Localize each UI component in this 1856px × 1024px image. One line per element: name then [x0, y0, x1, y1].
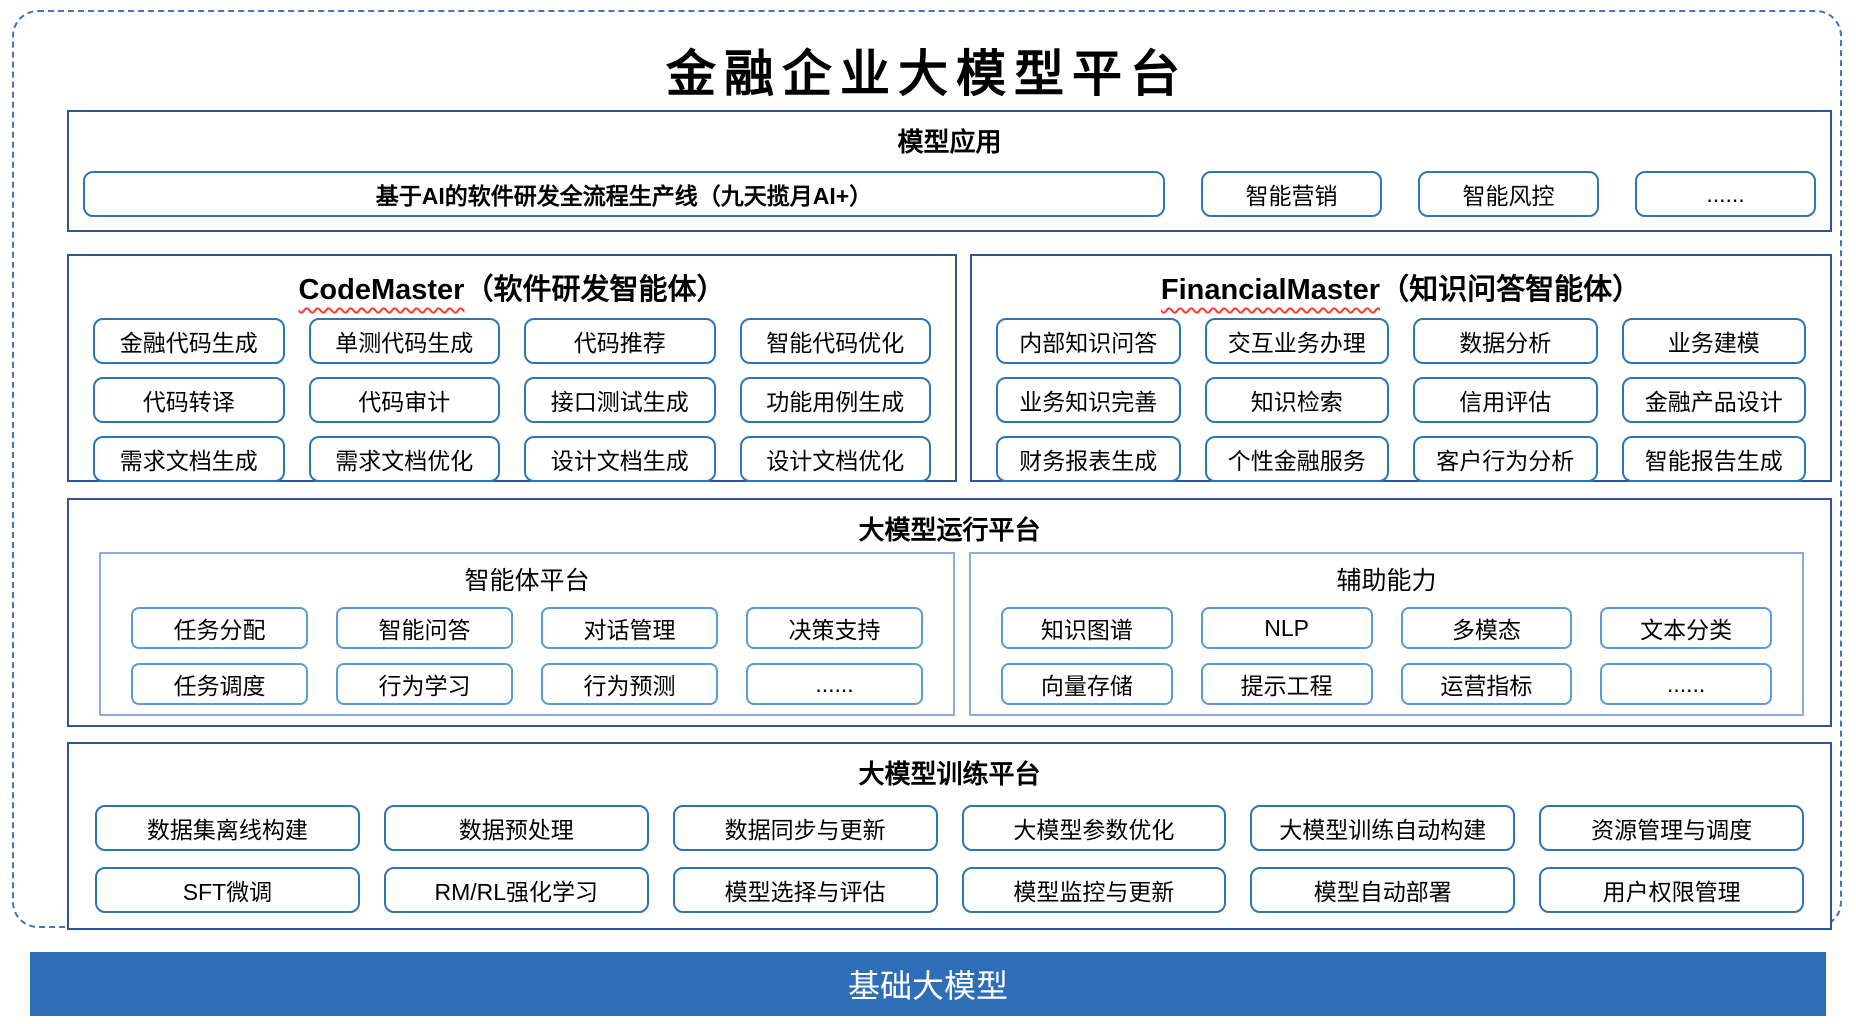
financial-master-item: 财务报表生成: [996, 436, 1181, 482]
code-master-item: 代码推荐: [524, 318, 716, 364]
section-model-applications: 模型应用 基于AI的软件研发全流程生产线（九天揽月AI+） 智能营销 智能风控 …: [67, 110, 1832, 232]
auxiliary-item: 提示工程: [1200, 663, 1373, 705]
training-item: 大模型训练自动构建: [1250, 805, 1516, 851]
auxiliary-item: NLP: [1200, 607, 1373, 649]
training-item: 模型选择与评估: [672, 867, 938, 913]
code-master-item: 设计文档生成: [524, 436, 716, 482]
subsection-auxiliary-capabilities: 辅助能力 知识图谱 NLP 多模态 文本分类 向量存储 提示工程 运营指标 ..…: [969, 552, 1804, 716]
auxiliary-item: 多模态: [1400, 607, 1573, 649]
platform-diagram-container: 金融企业大模型平台 模型应用 基于AI的软件研发全流程生产线（九天揽月AI+） …: [12, 10, 1842, 930]
training-item: 模型监控与更新: [961, 867, 1227, 913]
training-item: 数据同步与更新: [672, 805, 938, 851]
financial-master-item: 知识检索: [1204, 377, 1389, 423]
auxiliary-item: 运营指标: [1400, 663, 1573, 705]
section-runtime-platform-header: 大模型运行平台: [858, 515, 1041, 545]
section-financial-master: FinancialMaster（知识问答智能体） 内部知识问答 交互业务办理 数…: [970, 254, 1832, 482]
subsection-agent-platform: 智能体平台 任务分配 智能问答 对话管理 决策支持 任务调度 行为学习 行为预测…: [99, 552, 955, 716]
auxiliary-capabilities-grid: 知识图谱 NLP 多模态 文本分类 向量存储 提示工程 运营指标 ......: [971, 597, 1802, 705]
code-master-item: 接口测试生成: [524, 377, 716, 423]
code-master-item: 代码转译: [93, 377, 285, 423]
training-item: SFT微调: [95, 867, 360, 913]
code-master-title-zh: （软件研发智能体）: [464, 274, 726, 306]
training-item: 大模型参数优化: [961, 805, 1227, 851]
auxiliary-item: 文本分类: [1600, 607, 1772, 649]
auxiliary-item: 知识图谱: [1001, 607, 1173, 649]
training-item: 资源管理与调度: [1539, 805, 1804, 851]
page-title: 金融企业大模型平台: [666, 44, 1188, 103]
code-master-title: CodeMaster（软件研发智能体）: [69, 256, 955, 308]
code-master-item: 需求文档优化: [308, 436, 500, 482]
financial-master-item: 智能报告生成: [1621, 436, 1806, 482]
model-applications-row: 基于AI的软件研发全流程生产线（九天揽月AI+） 智能营销 智能风控 .....…: [69, 171, 1830, 217]
financial-master-title-zh: （知识问答智能体）: [1380, 274, 1642, 306]
agent-platform-item: 对话管理: [541, 607, 718, 649]
code-master-item: 需求文档生成: [93, 436, 285, 482]
auxiliary-item: 向量存储: [1001, 663, 1173, 705]
training-item: 数据集离线构建: [95, 805, 360, 851]
financial-master-item: 内部知识问答: [996, 318, 1181, 364]
agent-platform-item: 决策支持: [746, 607, 923, 649]
financial-master-item: 金融产品设计: [1621, 377, 1806, 423]
financial-master-item: 交互业务办理: [1204, 318, 1389, 364]
section-runtime-platform: 大模型运行平台 智能体平台 任务分配 智能问答 对话管理 决策支持 任务调度 行…: [67, 498, 1832, 727]
financial-master-grid: 内部知识问答 交互业务办理 数据分析 业务建模 业务知识完善 知识检索 信用评估…: [972, 308, 1830, 482]
training-item: RM/RL强化学习: [383, 867, 649, 913]
agent-platform-item: 行为学习: [336, 663, 513, 705]
financial-master-item: 客户行为分析: [1413, 436, 1598, 482]
section-training-platform: 大模型训练平台 数据集离线构建 数据预处理 数据同步与更新 大模型参数优化 大模…: [67, 742, 1832, 930]
financial-master-item: 业务建模: [1621, 318, 1806, 364]
agent-platform-item-more: ......: [746, 663, 923, 705]
financial-master-item: 业务知识完善: [996, 377, 1181, 423]
agent-platform-header: 智能体平台: [464, 567, 590, 595]
section-code-master: CodeMaster（软件研发智能体） 金融代码生成 单测代码生成 代码推荐 智…: [67, 254, 957, 482]
agent-platform-item: 行为预测: [541, 663, 718, 705]
training-item: 用户权限管理: [1539, 867, 1804, 913]
section-training-platform-header: 大模型训练平台: [858, 759, 1041, 789]
code-master-item: 功能用例生成: [739, 377, 931, 423]
code-master-item: 智能代码优化: [739, 318, 931, 364]
base-model-bar: 基础大模型: [30, 952, 1826, 1016]
code-master-item: 设计文档优化: [739, 436, 931, 482]
app-item: 智能风控: [1418, 171, 1599, 217]
financial-master-title: FinancialMaster（知识问答智能体）: [972, 256, 1830, 308]
financial-master-item: 信用评估: [1413, 377, 1598, 423]
app-item-pipeline: 基于AI的软件研发全流程生产线（九天揽月AI+）: [83, 171, 1165, 217]
code-master-item: 代码审计: [308, 377, 500, 423]
training-item: 数据预处理: [383, 805, 649, 851]
auxiliary-item-more: ......: [1600, 663, 1772, 705]
agent-platform-item: 智能问答: [336, 607, 513, 649]
financial-master-title-en: FinancialMaster: [1160, 274, 1381, 306]
agent-platform-item: 任务分配: [131, 607, 308, 649]
code-master-item: 单测代码生成: [308, 318, 500, 364]
section-model-applications-header: 模型应用: [897, 127, 1002, 157]
agent-platform-item: 任务调度: [131, 663, 308, 705]
financial-master-item: 个性金融服务: [1204, 436, 1389, 482]
app-item: 智能营销: [1201, 171, 1382, 217]
training-platform-grid: 数据集离线构建 数据预处理 数据同步与更新 大模型参数优化 大模型训练自动构建 …: [69, 791, 1830, 913]
code-master-title-en: CodeMaster: [298, 274, 465, 306]
agent-platform-grid: 任务分配 智能问答 对话管理 决策支持 任务调度 行为学习 行为预测 .....…: [101, 597, 953, 705]
training-item: 模型自动部署: [1250, 867, 1516, 913]
code-master-item: 金融代码生成: [93, 318, 285, 364]
financial-master-item: 数据分析: [1413, 318, 1598, 364]
code-master-grid: 金融代码生成 单测代码生成 代码推荐 智能代码优化 代码转译 代码审计 接口测试…: [69, 308, 955, 482]
auxiliary-capabilities-header: 辅助能力: [1336, 567, 1437, 595]
app-item-more: ......: [1635, 171, 1816, 217]
